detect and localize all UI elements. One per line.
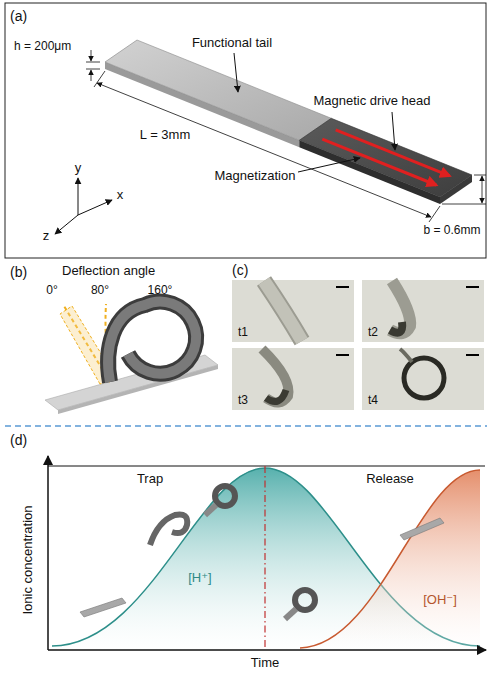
panel-letter: (d) xyxy=(10,432,27,448)
panel-letter: (a) xyxy=(10,8,27,24)
strip-icon xyxy=(150,514,187,545)
strip-icon xyxy=(80,598,126,617)
dimension-label: L = 3mm xyxy=(140,128,190,143)
axis-title: Ionic concentration xyxy=(21,505,36,614)
panel-c xyxy=(232,280,484,410)
angle-label: 160° xyxy=(148,284,173,298)
axis-triad xyxy=(78,200,112,215)
time-label: t3 xyxy=(238,394,248,408)
curled-strip xyxy=(108,302,196,382)
dimension-line xyxy=(429,206,440,222)
dimension-line xyxy=(86,62,100,63)
angle-label: 80° xyxy=(91,284,109,298)
strip-image xyxy=(262,349,288,403)
dimension-line xyxy=(86,69,100,70)
phase-divider xyxy=(264,466,265,650)
dimension-line xyxy=(94,71,105,87)
micrograph xyxy=(362,348,484,410)
part-label: Functional tail xyxy=(192,36,272,51)
x-axis xyxy=(48,649,486,651)
dimension-line xyxy=(91,70,92,81)
dimension-line xyxy=(482,176,483,203)
part-label: Magnetization xyxy=(215,169,296,184)
panel-frame xyxy=(5,3,486,258)
micrograph xyxy=(362,280,484,342)
axis-triad xyxy=(78,178,79,215)
angle-label: 0° xyxy=(46,284,57,298)
oh-curve-fill xyxy=(300,470,480,650)
time-label: t1 xyxy=(238,326,248,340)
axis-label: y xyxy=(75,161,82,176)
panel-divider xyxy=(5,425,487,427)
leader-arrow xyxy=(392,112,395,150)
strip-image xyxy=(390,322,402,333)
strip-icon xyxy=(205,505,216,515)
magnetization-arrow xyxy=(336,130,450,176)
series-label: [OH⁻] xyxy=(423,593,457,608)
dimension-line xyxy=(474,175,486,176)
part-label: Magnetic drive head xyxy=(313,94,430,109)
oh-curve xyxy=(300,470,480,648)
magnetic-head xyxy=(299,118,472,197)
series-label: [H⁺] xyxy=(188,571,211,586)
y-axis xyxy=(47,456,49,650)
dimension-line xyxy=(442,204,486,205)
panel-letter: (c) xyxy=(232,262,248,278)
plot-frame xyxy=(48,466,485,467)
dimension-line xyxy=(91,50,92,61)
strip-icon xyxy=(295,590,315,610)
curled-strip xyxy=(108,302,196,382)
micrograph xyxy=(232,348,354,410)
strip-image xyxy=(404,358,444,398)
axis-label: z xyxy=(43,229,50,244)
panel-a xyxy=(5,3,486,258)
dimension-line xyxy=(97,83,431,217)
dimension-label: h = 200μm xyxy=(14,40,71,54)
functional-tail xyxy=(105,40,331,140)
strip-image xyxy=(264,281,302,341)
h-curve-fill xyxy=(52,468,480,650)
strip-image xyxy=(266,390,286,402)
leader-arrow xyxy=(298,158,360,172)
scale-bar xyxy=(336,286,349,288)
dimension-label: b = 0.6mm xyxy=(423,224,480,238)
panel-title: Deflection angle xyxy=(62,264,155,279)
panel-b xyxy=(45,302,218,414)
scale-bar xyxy=(336,354,349,356)
strip-image xyxy=(390,281,410,333)
leader-arrow xyxy=(234,53,238,92)
strip-image xyxy=(400,349,412,362)
phase-label: Trap xyxy=(137,472,163,487)
axis-label: x xyxy=(117,188,124,203)
strip-icon xyxy=(400,518,444,540)
micrograph xyxy=(232,280,354,342)
scale-bar xyxy=(466,354,479,356)
axis-triad xyxy=(55,215,78,234)
strip-icon xyxy=(215,486,235,506)
axis-title: Time xyxy=(251,656,279,671)
scale-bar xyxy=(466,286,479,288)
panel-d xyxy=(48,456,486,650)
strip-icon xyxy=(285,609,296,619)
panel-letter: (b) xyxy=(10,264,27,280)
time-label: t4 xyxy=(368,394,378,408)
time-label: t2 xyxy=(368,326,378,340)
phase-label: Release xyxy=(366,472,414,487)
strip-image xyxy=(264,281,302,341)
